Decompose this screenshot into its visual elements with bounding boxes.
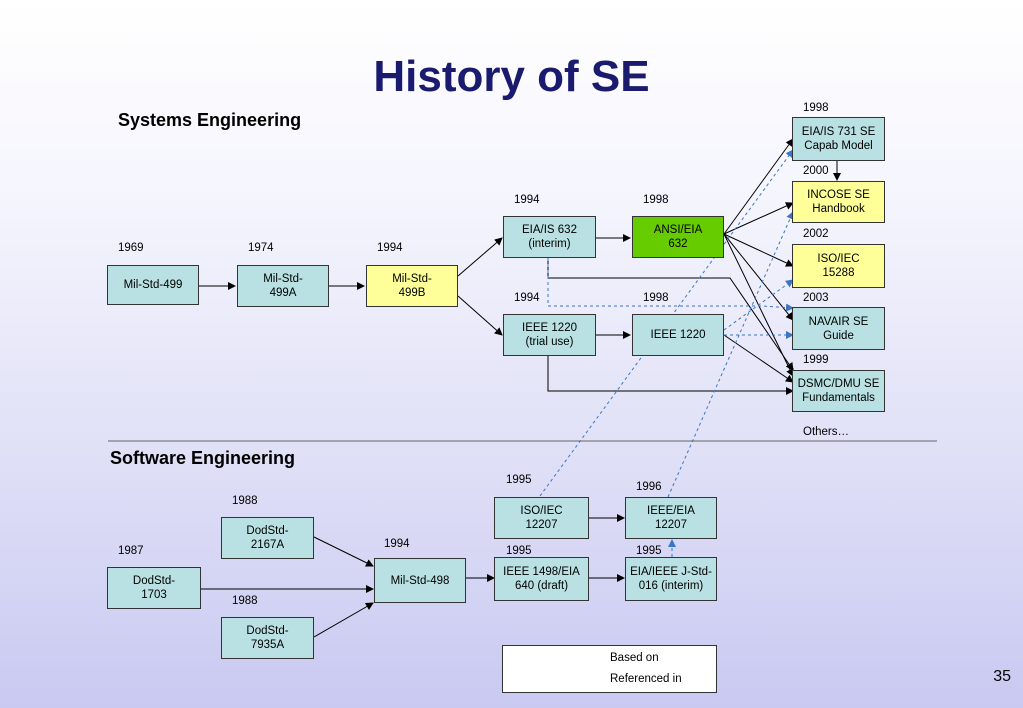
year-label: 1988: [232, 595, 258, 607]
year-label: 2000: [803, 165, 829, 177]
page-title: History of SE: [373, 52, 650, 101]
box-eia-is-731: EIA/IS 731 SE Capab Model: [792, 117, 885, 161]
arrow-ansi-to-731: [723, 138, 794, 235]
arrow-ansi-to-navair: [723, 233, 794, 321]
year-label: 1994: [514, 194, 540, 206]
year-label: 1998: [643, 194, 669, 206]
year-label: 2003: [803, 292, 829, 304]
year-label: 1994: [377, 242, 403, 254]
box-mil-std-499a: Mil-Std- 499A: [237, 265, 329, 307]
box-ansi-eia-632: ANSI/EIA 632: [632, 216, 724, 258]
arrow-ansi-to-15288: [723, 233, 794, 267]
box-mil-std-498: Mil-Std-498: [374, 558, 466, 603]
arrow-499b-to-ieee1220trial: [457, 295, 503, 336]
legend-based-on-label: Based on: [610, 652, 659, 664]
box-dodstd-1703: DodStd- 1703: [107, 567, 201, 609]
arrow-2167a-to-498: [313, 536, 374, 567]
box-ieee-1498: IEEE 1498/EIA 640 (draft): [494, 557, 589, 601]
arrow-ansi-to-incose: [723, 202, 794, 235]
arrow-trial-to-dsmc: [547, 356, 794, 395]
ref-eia632-to-navair: [547, 258, 794, 312]
box-navair-se-guide: NAVAIR SE Guide: [792, 307, 885, 350]
year-label: 1987: [118, 545, 144, 557]
arrow-499b-to-eia632: [457, 237, 503, 277]
year-label: 1999: [803, 354, 829, 366]
box-eia-is-632: EIA/IS 632 (interim): [503, 216, 596, 258]
year-label: 1995: [636, 545, 662, 557]
year-label: 1988: [232, 495, 258, 507]
legend-referenced-in-label: Referenced in: [610, 673, 682, 685]
box-incose-handbook: INCOSE SE Handbook: [792, 181, 885, 223]
box-j-std-016: EIA/IEEE J-Std- 016 (interim): [625, 557, 717, 601]
year-label: 1998: [803, 102, 829, 114]
year-label: 1995: [506, 474, 532, 486]
box-dodstd-2167a: DodStd- 2167A: [221, 517, 314, 559]
box-ieee-1220: IEEE 1220: [632, 314, 724, 356]
others-label: Others…: [803, 426, 850, 438]
year-label: 1994: [384, 538, 410, 550]
box-mil-std-499: Mil-Std-499: [107, 265, 199, 305]
box-ieee-1220-trial: IEEE 1220 (trial use): [503, 314, 596, 356]
year-label: 1998: [643, 292, 669, 304]
box-mil-std-499b: Mil-Std- 499B: [366, 265, 458, 307]
year-label: 1974: [248, 242, 274, 254]
section-systems-engineering: Systems Engineering: [118, 110, 302, 130]
section-software-engineering: Software Engineering: [110, 448, 296, 468]
year-label: 1994: [514, 292, 540, 304]
box-dodstd-7935a: DodStd- 7935A: [221, 617, 314, 659]
year-label: 1969: [118, 242, 144, 254]
ref-ieee12207-to-incose: [667, 211, 794, 498]
legend: [502, 645, 717, 693]
box-dsmc-dmu: DSMC/DMU SE Fundamentals: [792, 370, 885, 412]
ref-ieee1220-to-15288: [723, 279, 794, 331]
arrow-7935a-to-498: [313, 602, 374, 638]
box-ieee-eia-12207: IEEE/EIA 12207: [625, 497, 717, 539]
arrow-ieee1220-to-dsmc: [723, 334, 794, 383]
year-label: 2002: [803, 228, 829, 240]
year-label: 1995: [506, 545, 532, 557]
year-label: 1996: [636, 481, 662, 493]
page-number: 35: [993, 668, 1011, 685]
arrow-eia632-to-dsmc: [547, 258, 794, 371]
box-iso-iec-15288: ISO/IEC 15288: [792, 244, 885, 288]
box-iso-iec-12207: ISO/IEC 12207: [494, 497, 589, 539]
